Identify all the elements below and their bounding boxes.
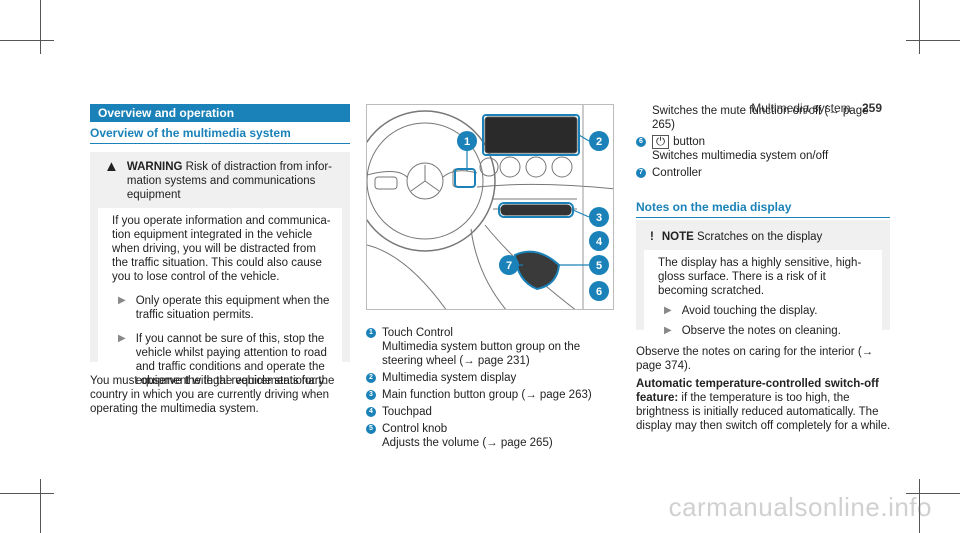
warning-body: If you operate information and communica…	[112, 215, 331, 283]
play-arrow-icon: ▶	[118, 333, 126, 344]
legend-text: Multimedia system display	[382, 372, 517, 384]
callout-label-6: 6	[596, 286, 602, 298]
legend-item: 6 ⏻button Switches multimedia system on/…	[636, 135, 891, 163]
callout-marker-2	[589, 131, 609, 151]
legend-sub: Switches multimedia system on/off	[652, 150, 829, 162]
crop-mark	[919, 0, 920, 54]
legend-item: 7 Controller	[636, 166, 891, 180]
crop-mark	[906, 493, 960, 494]
note-bullet-2: Observe the notes on cleaning.	[681, 325, 841, 337]
legend-text: Controller	[652, 167, 702, 179]
temperature-text: if the temperature is too high, the brig…	[636, 392, 891, 432]
legend-item: 4 Touchpad	[366, 405, 616, 419]
play-arrow-icon: ▶	[664, 325, 672, 336]
callout-label-4: 4	[596, 236, 603, 248]
crop-mark	[906, 40, 960, 41]
note-title: Scratches on the display	[697, 231, 823, 243]
legend-text: Control knob	[382, 423, 448, 435]
crop-mark	[40, 479, 41, 533]
legend-sub: Adjusts the volume (→ page 265)	[382, 437, 553, 449]
legend-text: button	[673, 136, 706, 148]
callout-label-7: 7	[506, 260, 512, 272]
callout-label-1: 1	[464, 136, 470, 148]
warning-bullet-1: Only operate this equipment when the tra…	[135, 295, 330, 321]
note-label: NOTE	[661, 231, 694, 243]
exclamation-icon: !	[650, 231, 654, 243]
callout-marker-4	[589, 231, 609, 251]
crop-mark	[919, 479, 920, 533]
legend-number: 2	[366, 373, 376, 383]
subtitle-overview: Overview of the multimedia system	[90, 126, 350, 144]
callout-label-3: 3	[596, 212, 602, 224]
care-paragraph: Observe the notes on caring for the inte…	[636, 346, 874, 372]
legend-number: 7	[636, 168, 646, 178]
callout-label-5: 5	[596, 260, 602, 272]
warning-label: WARNING	[126, 161, 183, 173]
section-title: Overview and operation	[90, 104, 350, 122]
right-column: Switches the mute function on/off (→ pag…	[636, 104, 891, 183]
page-number: 259	[861, 101, 882, 115]
temperature-paragraph: Automatic temperature-controlled switch-…	[636, 377, 891, 433]
legend-sub: Multimedia system button group on the st…	[382, 341, 581, 367]
legend-number: 6	[636, 137, 646, 147]
play-arrow-icon: ▶	[664, 305, 672, 316]
callout-label-2: 2	[596, 136, 602, 148]
callout-marker-5	[589, 255, 609, 275]
running-header-section: Multimedia system	[751, 101, 851, 115]
subtitle-media-display: Notes on the media display	[636, 200, 890, 218]
watermark: carmanualsonline.info	[668, 492, 932, 522]
callout-marker-7	[499, 255, 519, 275]
crop-mark	[0, 40, 54, 41]
legend-item: 3 Main function button group (→ page 263…	[366, 388, 616, 402]
legend-text: Touchpad	[382, 406, 432, 418]
cockpit-figure: 1 2 3 4 5 6 7	[366, 104, 614, 310]
legend-number: 5	[366, 424, 376, 434]
warning-title: Risk of distraction from infor-mation sy…	[126, 161, 333, 201]
warning-bullet-2: If you cannot be sure of this, stop the …	[135, 333, 327, 387]
callout-marker-1	[457, 131, 477, 151]
legend-continued: Switches the mute function on/off (→ pag…	[652, 105, 869, 131]
crop-mark	[0, 493, 54, 494]
legend-text: Touch Control	[382, 327, 453, 339]
callout-marker-3	[589, 207, 609, 227]
legend-number: 1	[366, 328, 376, 338]
note-bullet-1: Avoid touching the display.	[681, 305, 818, 317]
cockpit-illustration: 1 2 3 4 5 6 7	[367, 105, 613, 309]
legal-paragraph: You must observe the legal requirements …	[90, 375, 335, 415]
note-body: The display has a highly sensitive, high…	[658, 257, 862, 297]
legend-number: 3	[366, 390, 376, 400]
crop-mark	[40, 0, 41, 54]
callout-marker-6	[589, 281, 609, 301]
legend-text: Main function button group (→ page 263)	[382, 389, 592, 401]
power-icon: ⏻	[652, 135, 670, 149]
play-arrow-icon: ▶	[118, 295, 126, 306]
running-header: Multimedia system 259	[751, 101, 882, 115]
legend-item: 2 Multimedia system display	[366, 371, 616, 385]
legend-number: 4	[366, 407, 376, 417]
warning-box: ▲ WARNING Risk of distraction from infor…	[90, 152, 350, 387]
note-box: ! NOTE Scratches on the display The disp…	[636, 220, 890, 337]
temperature-heading: Automatic temperature-controlled switch-…	[636, 378, 879, 404]
warning-triangle-icon: ▲	[104, 158, 119, 175]
